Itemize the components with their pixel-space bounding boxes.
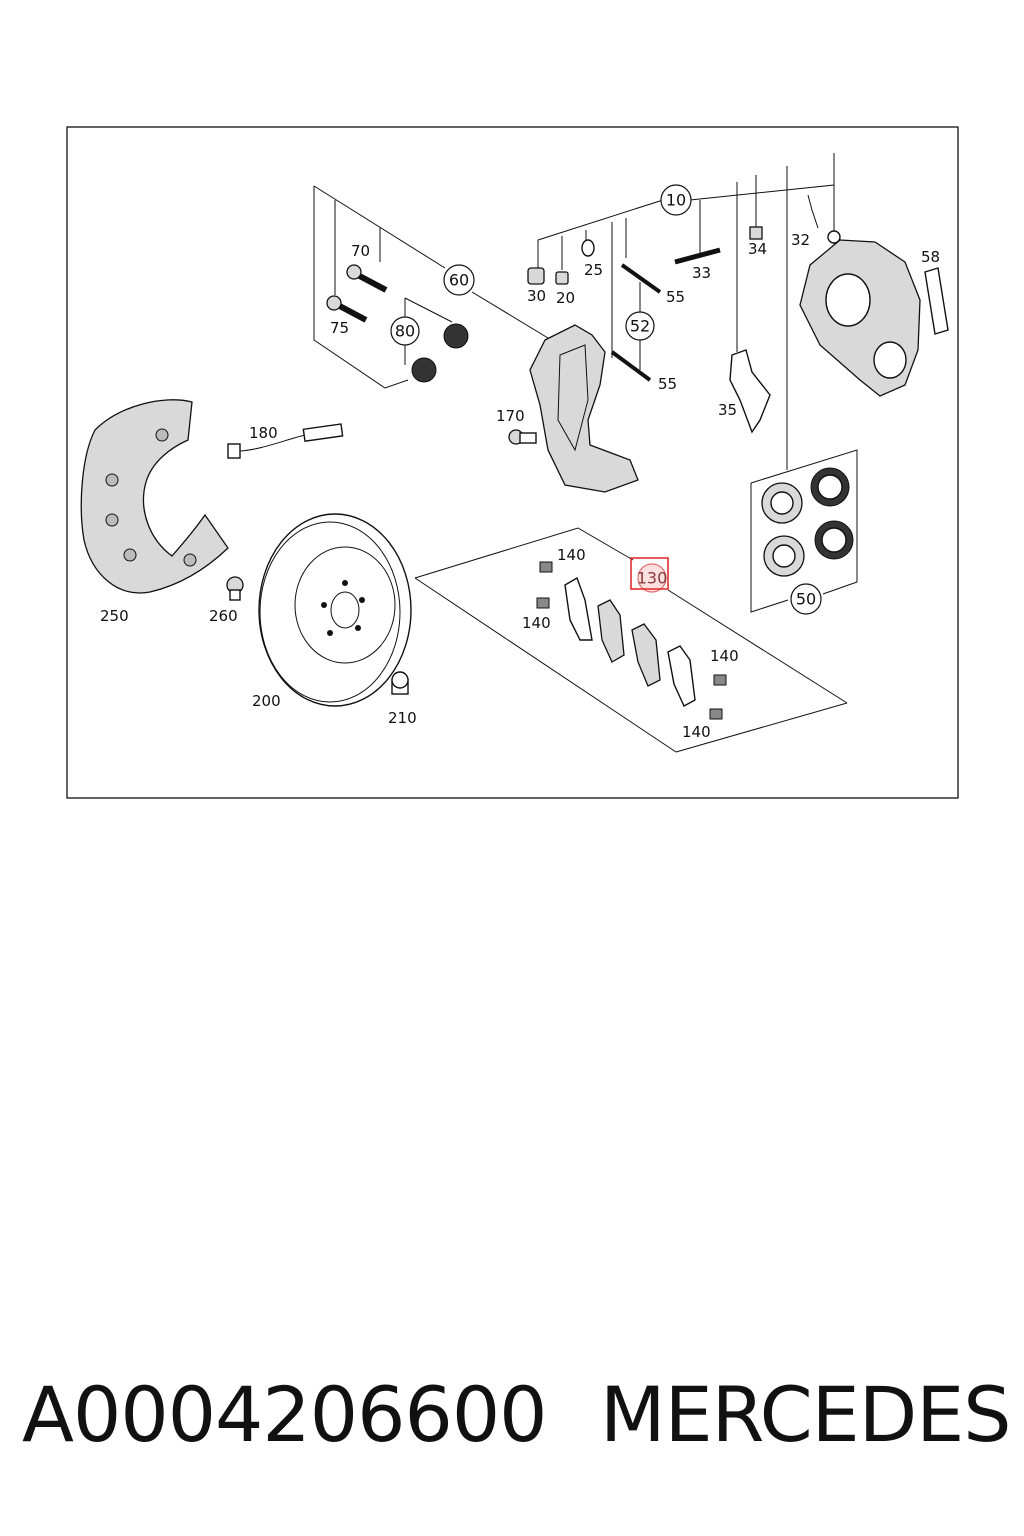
label-52: 52: [630, 317, 650, 336]
bolt-210: [391, 671, 409, 695]
spring-35: [729, 349, 771, 434]
label-80: 80: [395, 322, 415, 341]
callout-52[interactable]: 52: [625, 311, 655, 341]
bolt-170: [508, 429, 537, 445]
diagram-frame: [66, 126, 959, 799]
label-140-b: 140: [522, 614, 551, 632]
callout-10[interactable]: 10: [660, 184, 692, 216]
label-34: 34: [748, 240, 767, 258]
label-180: 180: [249, 424, 278, 442]
bolt-260: [226, 576, 244, 601]
label-140-c: 140: [710, 647, 739, 665]
callout-50[interactable]: 50: [790, 583, 822, 615]
label-210: 210: [388, 709, 417, 727]
label-140-a: 140: [557, 546, 586, 564]
callout-60[interactable]: 60: [443, 264, 475, 296]
highlight-box: [630, 557, 669, 590]
label-33: 33: [692, 264, 711, 282]
label-260: 260: [209, 607, 238, 625]
label-70: 70: [351, 242, 370, 260]
label-50: 50: [796, 590, 816, 609]
footer: A0004206600 MERCEDES: [0, 1370, 1024, 1480]
part-labels: 70 75 30 20 25 33 34 32 58 55 55 35 170 …: [100, 231, 940, 741]
clip-58: [924, 267, 949, 335]
brake-disc-200: [258, 513, 412, 707]
bushings: [527, 226, 763, 285]
label-25: 25: [584, 261, 603, 279]
caliper-carrier: [529, 324, 639, 493]
guide-pins-55: [610, 263, 662, 382]
part-number: A0004206600: [22, 1370, 548, 1459]
label-32: 32: [791, 231, 810, 249]
label-75: 75: [330, 319, 349, 337]
brake-pads-130: [536, 561, 727, 720]
wear-sensor-180: [227, 423, 344, 459]
label-58: 58: [921, 248, 940, 266]
label-250: 250: [100, 607, 129, 625]
label-55-upper: 55: [666, 288, 685, 306]
label-130: 130: [637, 569, 668, 588]
label-170: 170: [496, 407, 525, 425]
bolts-70-75: [326, 264, 469, 383]
label-30: 30: [527, 287, 546, 305]
label-55-lower: 55: [658, 375, 677, 393]
callout-lines: [313, 153, 858, 753]
label-200: 200: [252, 692, 281, 710]
label-10: 10: [666, 191, 686, 210]
caliper-housing: [799, 194, 921, 397]
label-140-d: 140: [682, 723, 711, 741]
label-60: 60: [449, 271, 469, 290]
brake-assembly-diagram: 10 60 80 52 50 130 70 75 30 20 25 33 34 …: [66, 126, 959, 799]
callout-80[interactable]: 80: [390, 316, 420, 346]
label-35: 35: [718, 401, 737, 419]
callout-130[interactable]: 130: [630, 557, 669, 593]
label-20: 20: [556, 289, 575, 307]
dust-shield-250: [80, 399, 229, 594]
seal-kit-50: [761, 467, 854, 577]
brand-name: MERCEDES: [600, 1370, 1011, 1459]
